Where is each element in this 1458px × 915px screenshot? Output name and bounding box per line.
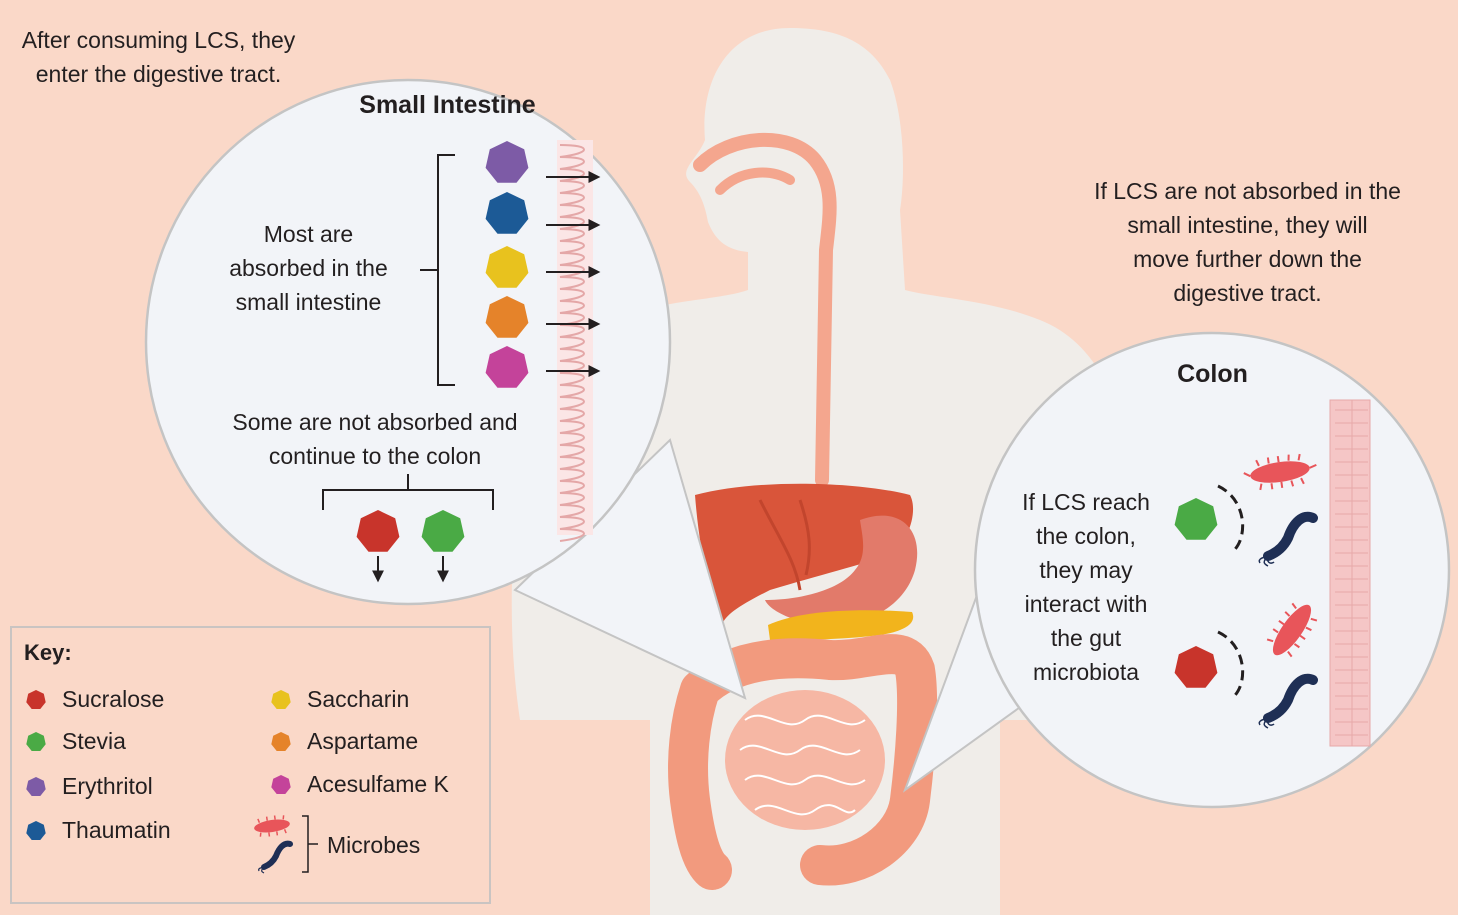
intro-text-line: After consuming LCS, they — [6, 23, 311, 57]
colon-epithelium — [1330, 400, 1370, 746]
absorbed-text-line: absorbed in the — [196, 251, 421, 285]
right-text: If LCS are not absorbed in the small int… — [1065, 174, 1430, 310]
key-item-label: Acesulfame K — [307, 770, 449, 798]
colon-text-line: microbiota — [1000, 655, 1172, 689]
colon-text-line: they may — [1000, 553, 1172, 587]
colon-title: Colon — [1140, 360, 1285, 389]
key-hexagon-icon — [24, 775, 48, 799]
key-hexagon-icon — [24, 688, 48, 712]
key-item-label: Saccharin — [307, 685, 409, 713]
intro-text-line: enter the digestive tract. — [6, 57, 311, 91]
colon-text-line: the gut — [1000, 621, 1172, 655]
key-hexagon-icon — [269, 688, 293, 712]
key-item-label: Stevia — [62, 727, 126, 755]
colon-text-line: the colon, — [1000, 519, 1172, 553]
right-text-line: small intestine, they will — [1065, 208, 1430, 242]
absorbed-text-line: Most are — [196, 217, 421, 251]
key-title: Key: — [24, 640, 72, 666]
intro-text: After consuming LCS, they enter the dige… — [6, 23, 311, 91]
right-text-line: digestive tract. — [1065, 276, 1430, 310]
small-intestine-organ — [725, 690, 885, 830]
key-hexagon-icon — [269, 773, 293, 797]
microbes-key-icons — [244, 814, 324, 884]
key-hexagon-icon — [269, 730, 293, 754]
small-intestine-title: Small Intestine — [330, 91, 565, 120]
absorbed-text-line: small intestine — [196, 285, 421, 319]
microbes-bracket — [302, 816, 318, 872]
key-item-label: Aspartame — [307, 727, 418, 755]
right-text-line: If LCS are not absorbed in the — [1065, 174, 1430, 208]
key-item-label: Sucralose — [62, 685, 164, 713]
intestinal-villi — [557, 140, 593, 541]
red-microbe-icon — [253, 814, 291, 838]
not-absorbed-text-line: continue to the colon — [205, 439, 545, 473]
colon-text-line: If LCS reach — [1000, 485, 1172, 519]
right-text-line: move further down the — [1065, 242, 1430, 276]
key-item-label: Erythritol — [62, 772, 153, 800]
microbes-key-label: Microbes — [327, 831, 420, 859]
not-absorbed-text: Some are not absorbed and continue to th… — [205, 405, 545, 473]
absorbed-text: Most are absorbed in the small intestine — [196, 217, 421, 319]
colon-text: If LCS reach the colon, they may interac… — [1000, 485, 1172, 689]
key-item-label: Thaumatin — [62, 816, 171, 844]
blue-microbe-icon — [259, 844, 290, 873]
colon-text-line: interact with — [1000, 587, 1172, 621]
key-hexagon-icon — [24, 730, 48, 754]
not-absorbed-text-line: Some are not absorbed and — [205, 405, 545, 439]
key-hexagon-icon — [24, 819, 48, 843]
